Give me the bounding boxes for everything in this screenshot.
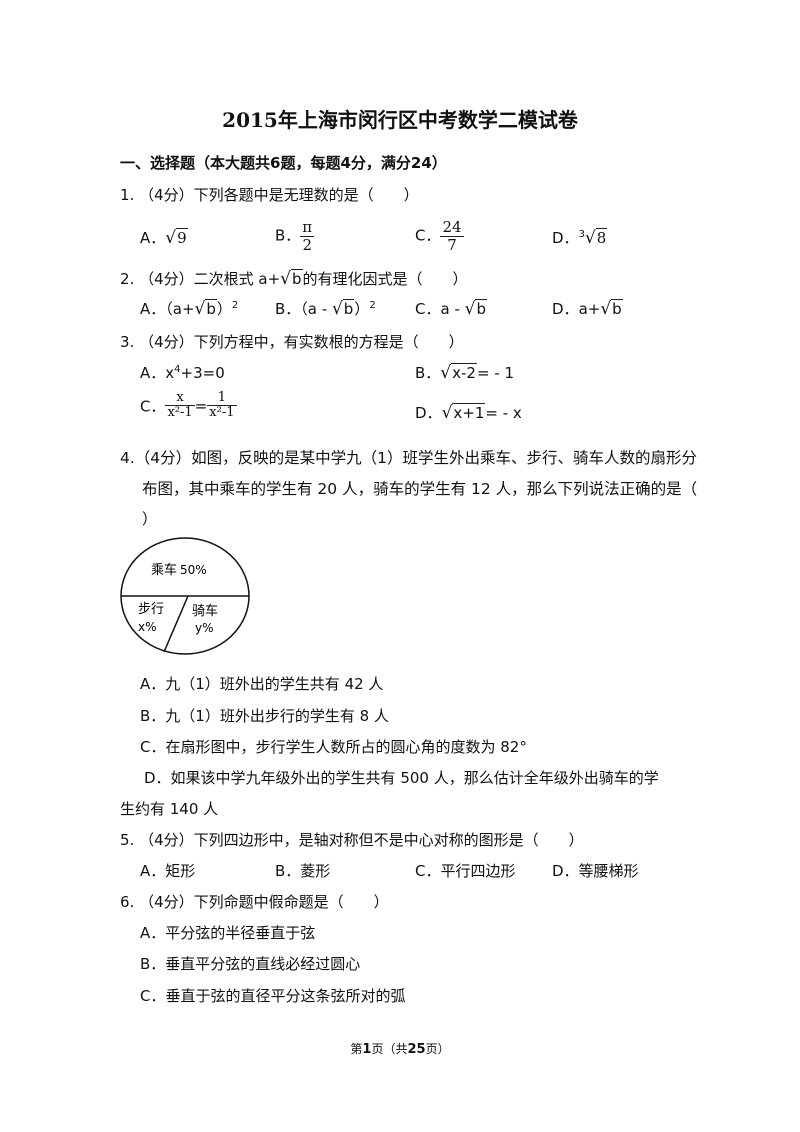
q5-option-d: D．等腰梯形: [552, 862, 639, 880]
q4-option-c: C．在扇形图中，步行学生人数所占的圆心角的度数为 82°: [140, 738, 527, 756]
pie-label-walk: 步行: [138, 602, 164, 617]
q6-option-a: A．平分弦的半径垂直于弦: [140, 924, 316, 942]
pie-label-car: 乘车: [151, 562, 177, 578]
page-footer: 第1页（共25页）: [350, 1042, 450, 1057]
pie-chart-figure: 乘车 50% 步行 x% 骑车 y%: [120, 537, 250, 655]
q3-option-a: A．x4+3=0: [140, 364, 225, 382]
page-title: 2015年上海市闵行区中考数学二模试卷: [222, 108, 578, 132]
q2-option-d: D．a+√b: [552, 299, 623, 319]
q3-option-d: D．√x+1= - x: [415, 403, 522, 423]
q5-option-b: B．菱形: [275, 862, 331, 880]
page-number: 1: [362, 1042, 372, 1057]
q1-option-d: D．3√8: [552, 228, 608, 248]
q3-option-b: B．√x-2= - 1: [415, 363, 515, 383]
q2-option-a: A．（a+√b）2: [140, 299, 239, 319]
q4-option-d-line1: D．如果该中学九年级外出的学生共有 500 人，那么估计全年级外出骑车的学: [144, 769, 659, 787]
q5-option-c: C．平行四边形: [415, 862, 516, 880]
pie-label-bike: 骑车: [192, 603, 218, 619]
q4-option-d-line2: 生约有 140 人: [120, 800, 219, 818]
question-1-stem: 1. （4分）下列各题中是无理数的是（ ）: [120, 186, 419, 204]
page-total: 25: [407, 1042, 426, 1057]
q4-option-b: B．九（1）班外出步行的学生有 8 人: [140, 707, 389, 725]
q6-option-b: B．垂直平分弦的直线必经过圆心: [140, 955, 361, 973]
question-2-stem: 2. （4分）二次根式 a+√b的有理化因式是（ ）: [120, 269, 468, 289]
q1-option-a: A．√9: [140, 228, 188, 248]
question-5-stem: 5. （4分）下列四边形中，是轴对称但不是中心对称的图形是（ ）: [120, 831, 584, 849]
question-4-stem-line2: 布图，其中乘车的学生有 20 人，骑车的学生有 12 人，那么下列说法正确的是（: [142, 480, 698, 498]
section-heading: 一、选择题（本大题共6题，每题4分，满分24）: [120, 154, 447, 172]
q6-option-c: C．垂直于弦的直径平分这条弦所对的弧: [140, 987, 406, 1005]
q2-option-b: B．（a - √b）2: [275, 299, 376, 319]
q2-option-c: C．a - √b: [415, 299, 487, 319]
question-6-stem: 6. （4分）下列命题中假命题是（ ）: [120, 893, 389, 911]
pie-pct-walk: x%: [138, 620, 157, 634]
question-4-stem-line1: 4.（4分）如图，反映的是某中学九（1）班学生外出乘车、步行、骑车人数的扇形分: [120, 449, 698, 467]
q5-option-a: A．矩形: [140, 862, 196, 880]
pie-pct-bike: y%: [195, 621, 214, 635]
question-4-stem-line3: ）: [142, 510, 158, 528]
pie-pct-car: 50%: [180, 563, 207, 577]
pie-divider-slant: [163, 595, 189, 653]
question-3-stem: 3. （4分）下列方程中，有实数根的方程是（ ）: [120, 333, 464, 351]
q4-option-a: A．九（1）班外出的学生共有 42 人: [140, 675, 384, 693]
